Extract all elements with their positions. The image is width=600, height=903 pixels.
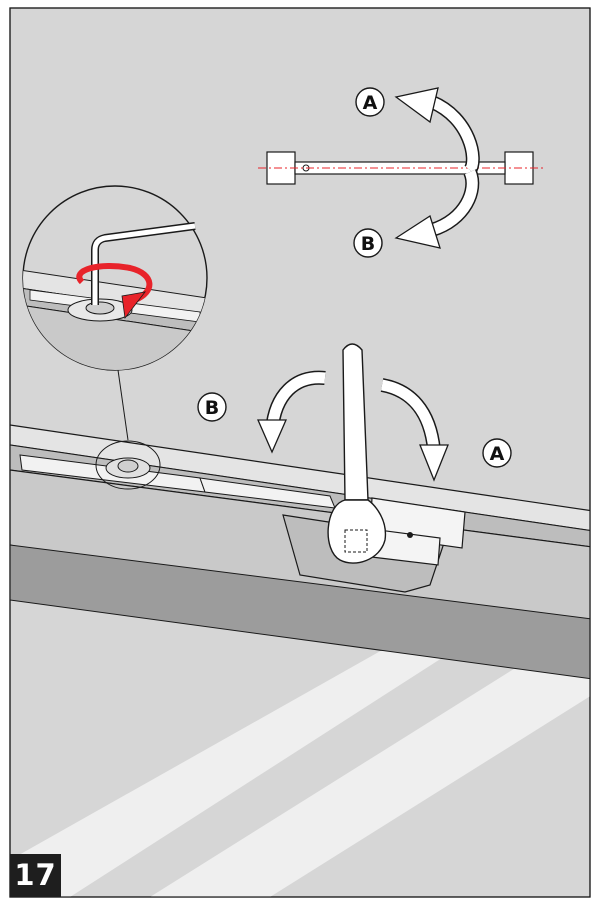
direction-a-label: A xyxy=(490,443,505,465)
arrow-head xyxy=(121,291,146,320)
arrow-head xyxy=(419,444,449,482)
label-a-upper: A xyxy=(355,87,385,117)
top-view-schematic xyxy=(258,87,545,249)
detail-magnifier xyxy=(22,185,208,371)
floor-light-stripe xyxy=(10,640,470,897)
arrow-head xyxy=(394,87,439,124)
direction-b-label: B xyxy=(361,233,375,255)
label-a-lower: A xyxy=(482,438,512,468)
floor-light-stripe xyxy=(150,640,590,897)
screw-head xyxy=(117,459,139,473)
rotate-arrow-icon xyxy=(76,262,153,303)
detail-leader-line xyxy=(117,369,129,441)
bracket-hole xyxy=(407,532,413,538)
label-b-upper: B xyxy=(353,228,383,258)
hex-key-icon xyxy=(91,222,196,305)
detail-marker-ring xyxy=(95,440,161,490)
arrow-head xyxy=(257,419,287,454)
arrow-head xyxy=(394,214,441,249)
wrench-icon xyxy=(327,343,387,564)
rotate-arrow-icon-fill xyxy=(380,379,440,451)
direction-a-label: A xyxy=(363,92,378,114)
label-b-lower: B xyxy=(197,392,227,422)
step-number-badge: 17 xyxy=(10,854,61,897)
rail-bottom-band xyxy=(10,544,590,680)
direction-b-label: B xyxy=(205,397,219,419)
